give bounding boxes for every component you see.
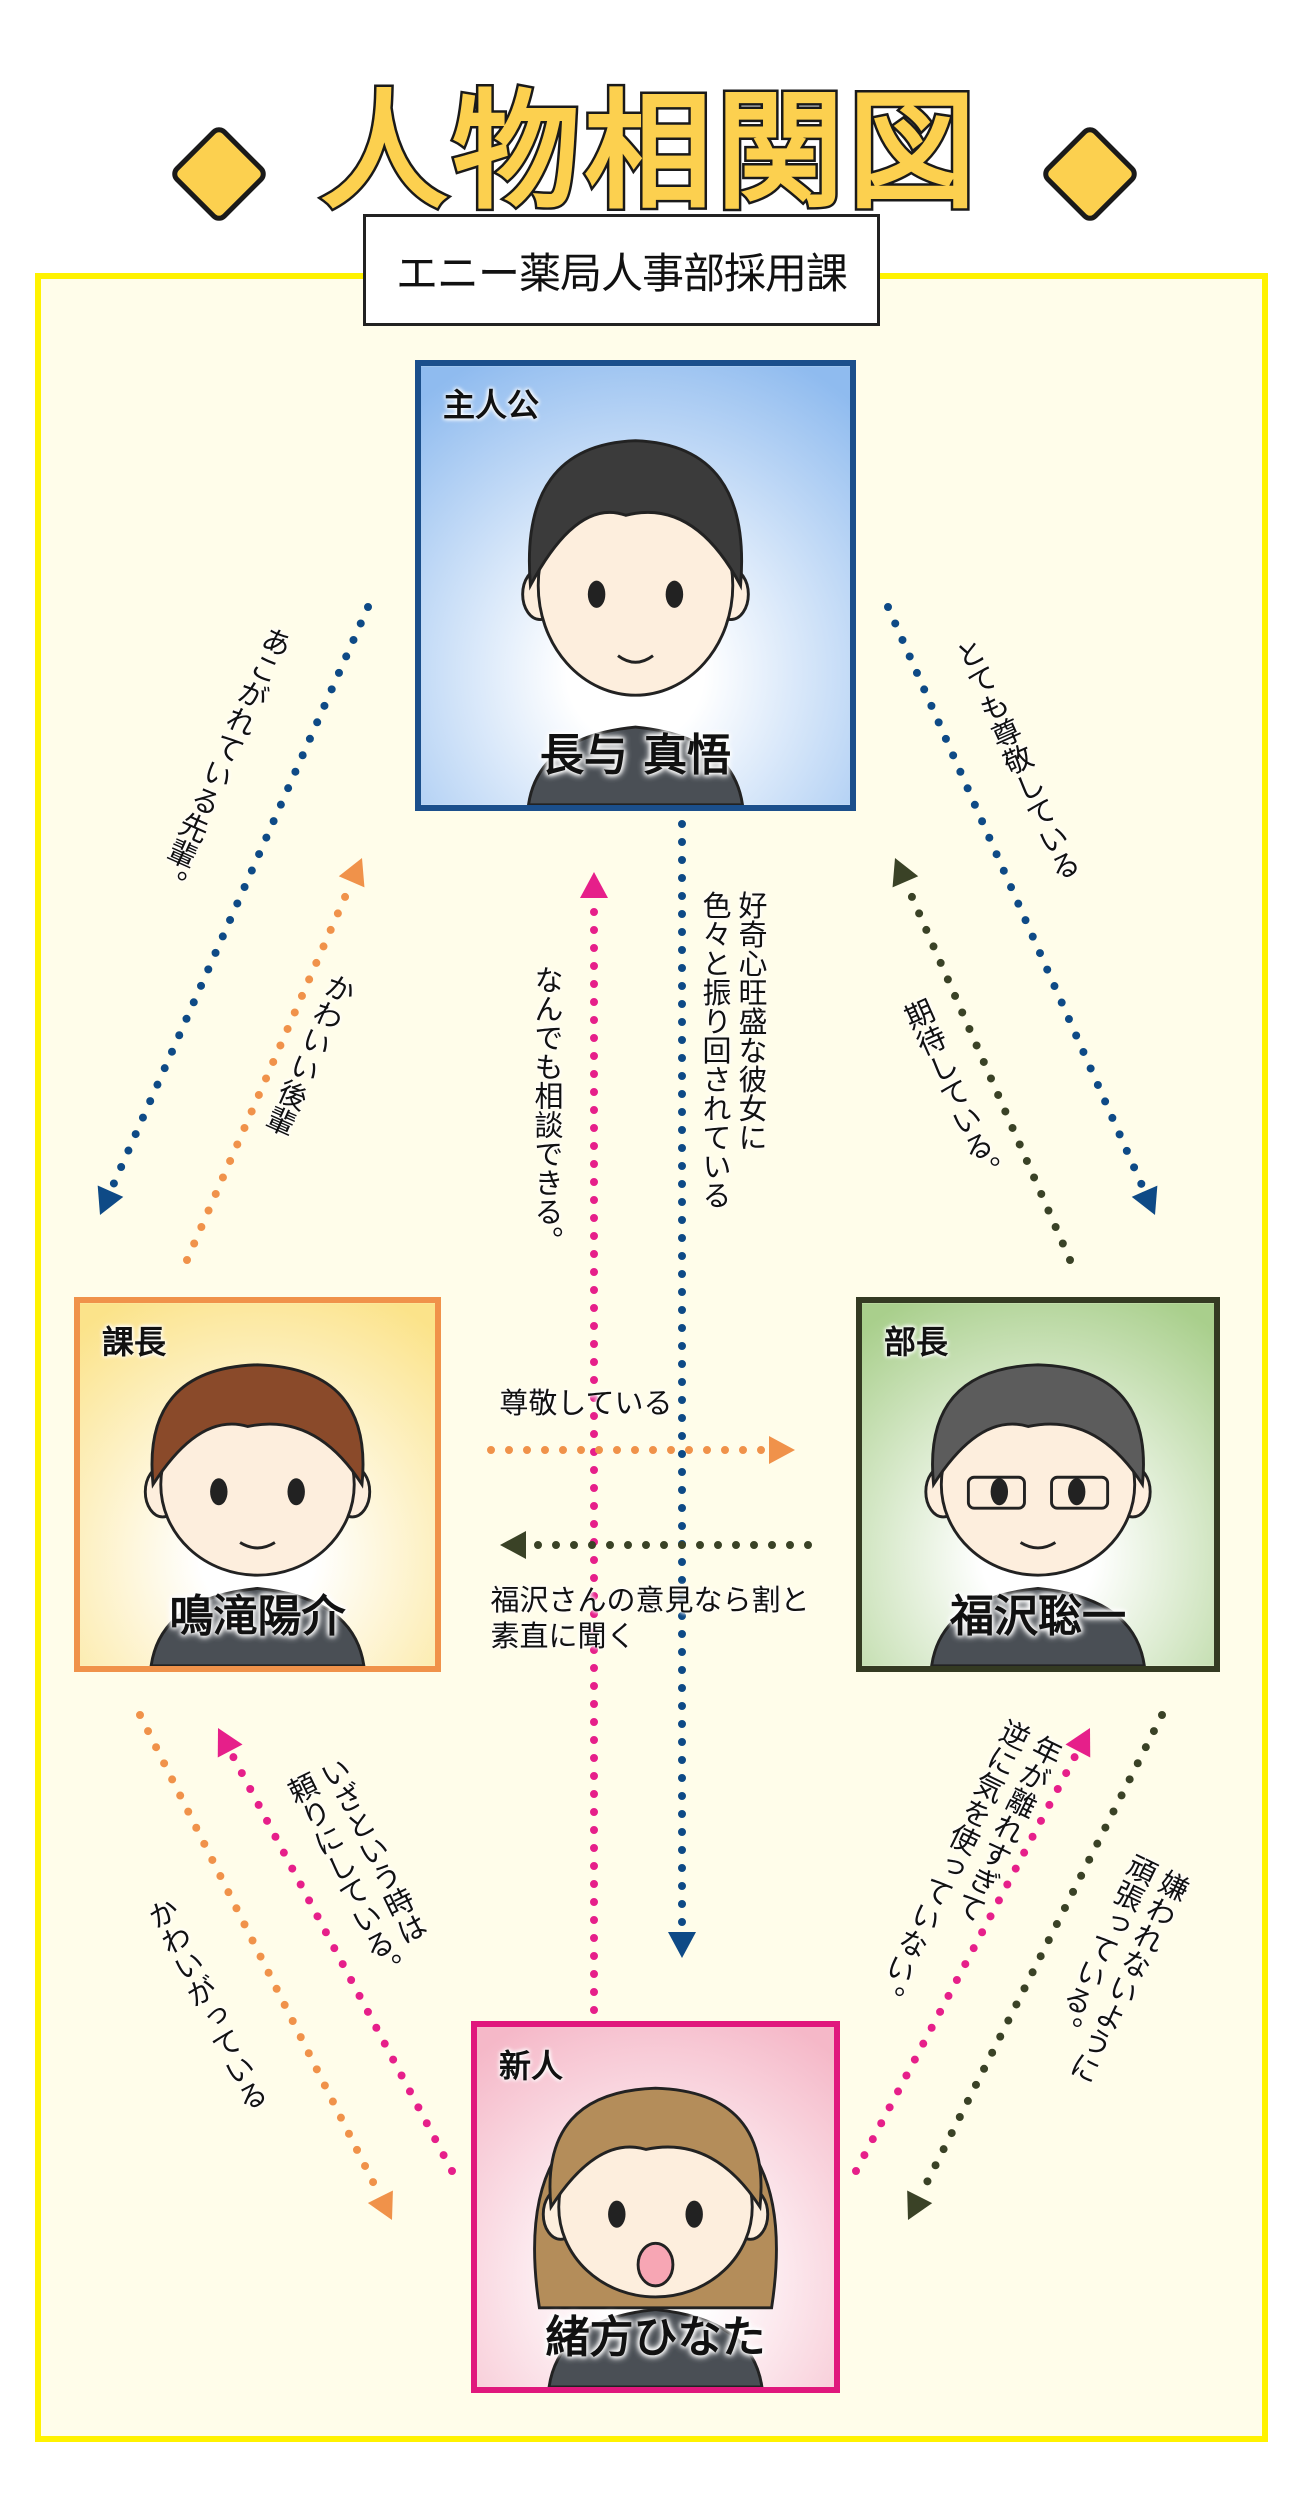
character-card-department-head: 部長 福沢聡一 (856, 1297, 1220, 1672)
character-name: 長与 真悟 (539, 730, 732, 781)
relation-line (852, 1746, 1082, 2175)
character-name: 緒方ひなた (545, 2312, 766, 2363)
department-label: エニー薬局人事部採用課 (363, 214, 880, 326)
portrait-illustration (80, 1303, 435, 1666)
relation-line (106, 603, 372, 1196)
page-title: 人物相関図 (0, 40, 1300, 230)
character-role: 主人公 (443, 386, 540, 424)
relation-line (901, 877, 1074, 1264)
arrowhead-icon (769, 1436, 795, 1464)
relation-line (884, 603, 1149, 1196)
relation-label: なんでも相談できる。 (530, 965, 564, 1255)
relation-line (226, 1746, 456, 2175)
relation-label: 福沢さんの意見なら割と 素直に聞く (490, 1583, 810, 1653)
arrowhead-icon (338, 858, 365, 888)
arrowhead-icon (907, 2190, 933, 2220)
relation-label: 尊敬している (499, 1386, 673, 1420)
arrowhead-icon (668, 1932, 696, 1958)
relation-line (915, 1711, 1166, 2201)
character-card-newcomer: 新人 緒方ひなた (471, 2021, 840, 2393)
arrowhead-icon (500, 1531, 526, 1559)
title-text: 人物相関図 (317, 76, 980, 230)
character-card-protagonist: 主人公 長与 真悟 (415, 360, 856, 811)
relation-line (136, 1711, 385, 2201)
arrowhead-icon (1131, 1185, 1158, 1215)
character-role: 部長 (884, 1323, 949, 1361)
arrowhead-icon (217, 1728, 243, 1758)
arrowhead-icon (892, 858, 919, 888)
portrait-illustration (862, 1303, 1214, 1666)
arrowhead-icon (97, 1185, 124, 1215)
arrowhead-icon (580, 872, 608, 898)
arrowhead-icon (1065, 1728, 1091, 1758)
character-role: 新人 (499, 2047, 564, 2085)
character-card-section-chief: 課長 鳴滝陽介 (74, 1297, 441, 1672)
character-name: 福沢聡一 (950, 1591, 1126, 1642)
relation-line (183, 877, 356, 1264)
portrait-illustration (421, 366, 850, 805)
relation-label: 好奇心旺盛な彼女に 色々と振り回されている (698, 890, 768, 1210)
arrowhead-icon (367, 2190, 393, 2220)
character-name: 鳴滝陽介 (169, 1591, 346, 1642)
character-role: 課長 (102, 1323, 167, 1361)
portrait-illustration (477, 2027, 834, 2387)
